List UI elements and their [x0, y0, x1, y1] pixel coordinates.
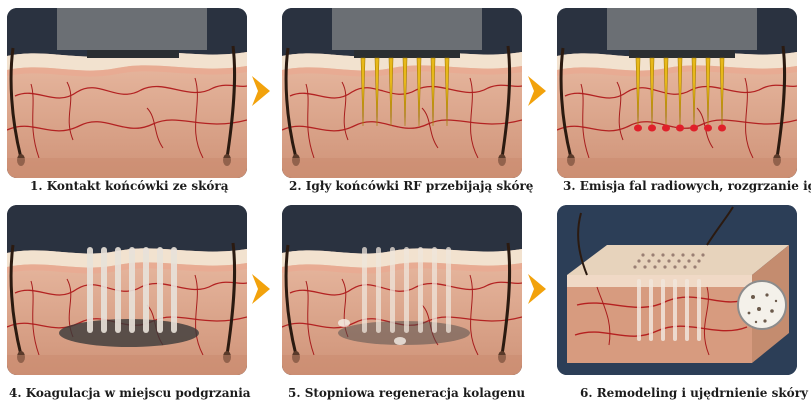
- step-6-illustration: [557, 205, 797, 375]
- step-1-illustration: [7, 8, 247, 178]
- step-4-caption: 4. Koagulacja w miejscu podgrzania: [9, 386, 251, 400]
- step-5-caption: 5. Stopniowa regeneracja kolagenu: [288, 386, 525, 400]
- collagen-magnifier: [738, 281, 786, 329]
- arrow-right-icon: [526, 272, 548, 306]
- step-5-illustration: [282, 205, 522, 375]
- step-3-illustration: [557, 8, 797, 178]
- step-4-illustration: [7, 205, 247, 375]
- step-6-panel: [557, 205, 797, 375]
- arrow-right-icon: [526, 74, 548, 108]
- arrow-right-icon: [250, 74, 272, 108]
- step-2-panel: [282, 8, 522, 178]
- step-4-panel: [7, 205, 247, 375]
- step-1-panel: [7, 8, 247, 178]
- step-6-caption: 6. Remodeling i ujędrnienie skóry: [580, 386, 808, 400]
- step-2-illustration: [282, 8, 522, 178]
- step-2-caption: 2. Igły końcówki RF przebijają skórę: [289, 179, 533, 193]
- step-3-panel: [557, 8, 797, 178]
- step-3-caption: 3. Emisja fal radiowych, rozgrzanie igie…: [563, 179, 811, 193]
- step-5-panel: [282, 205, 522, 375]
- step-1-caption: 1. Kontakt końcówki ze skórą: [30, 179, 229, 193]
- arrow-right-icon: [250, 272, 272, 306]
